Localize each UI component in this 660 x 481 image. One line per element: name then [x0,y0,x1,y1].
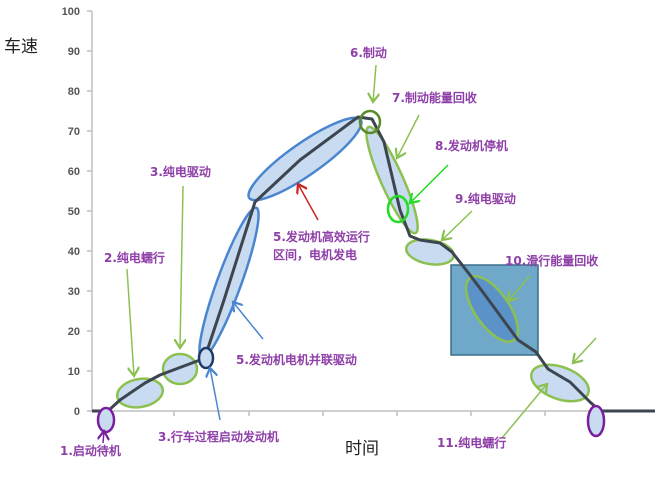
label-standby: 1.启动待机 [60,443,121,458]
y-tick-70: 70 [68,126,80,138]
circle-braking [358,109,382,135]
x-axis [92,410,655,416]
annotation-arrows [103,64,597,444]
y-axis: 0 10 20 30 40 50 60 70 80 90 100 [62,6,93,418]
arrow-efficient-icon [298,184,319,221]
y-tick-90: 90 [68,46,80,58]
circle-engine-stop [386,194,410,224]
label-creep: 2.纯电蠕行 [104,250,165,265]
arrow-creep-2b-icon [501,384,547,439]
y-tick-10: 10 [68,366,80,378]
y-tick-20: 20 [68,326,80,338]
label-regen-braking: 7.制动能量回收 [392,90,477,105]
arrow-parallel-icon [233,302,264,340]
label-braking: 6.制动 [350,45,387,60]
y-tick-60: 60 [68,166,80,178]
label-efficient-zone-1: 5.发动机高效运行 [273,229,370,244]
x-axis-title: 时间 [345,439,379,459]
arrow-ev-drive-2-icon [442,210,473,240]
arrow-standby-icon [103,431,104,444]
circle-standby [96,406,116,434]
y-axis-title: 车速 [4,37,38,57]
y-tick-100: 100 [62,6,80,18]
y-tick-80: 80 [68,86,80,98]
circle-engine-start [197,346,215,370]
y-tick-0: 0 [74,406,80,418]
ellipse-coast-regen [464,275,520,343]
y-tick-40: 40 [68,246,80,258]
label-coast-regen: 10.滑行能量回收 [505,253,598,268]
y-tick-30: 30 [68,286,80,298]
arrow-creep-2-icon [573,337,597,363]
arrow-creep-icon [126,268,134,376]
arrow-braking-icon [373,64,376,102]
circle-stop [586,404,606,438]
y-tick-50: 50 [68,206,80,218]
arrow-coast-regen-icon [508,275,531,301]
label-efficient-zone-2: 区间，电机发电 [273,247,357,262]
speed-curve [92,115,655,413]
arrow-regen-icon [397,114,420,158]
ellipse-creep [115,377,165,409]
ellipse-creep-2 [530,363,590,403]
arrow-engine-start-icon [210,368,221,421]
arrow-engine-stop-icon [410,164,449,203]
arrow-ev-drive-icon [180,185,183,348]
label-engine-stop: 8.发动机停机 [435,138,508,153]
label-engine-start: 3.行车过程启动发动机 [158,429,279,444]
label-parallel-drive: 5.发动机电机并联驱动 [236,352,357,367]
label-ev-drive-2: 9.纯电驱动 [455,191,516,206]
label-ev-drive: 3.纯电驱动 [150,164,211,179]
label-creep-2: 11.纯电蠕行 [437,435,506,450]
